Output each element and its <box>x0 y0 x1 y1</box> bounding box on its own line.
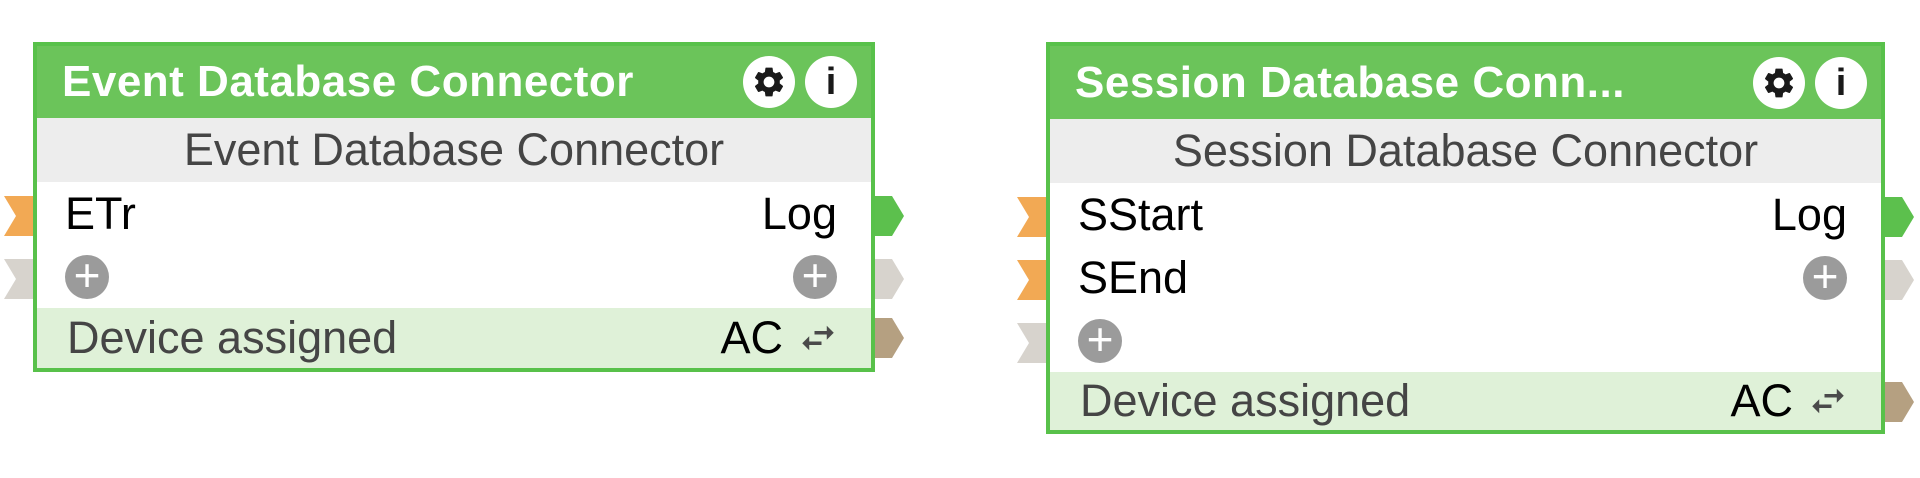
input-port-sstart[interactable] <box>1017 197 1046 237</box>
input-port-add[interactable] <box>4 259 33 299</box>
output-label-log: Log <box>761 187 837 239</box>
plus-icon: + <box>1811 249 1839 302</box>
port-row: SStart Log <box>1050 183 1881 246</box>
add-input-button[interactable]: + <box>65 248 109 301</box>
ac-badge: AC <box>720 312 783 363</box>
output-port-ac[interactable] <box>1885 382 1914 422</box>
node-event-database-connector[interactable]: Event Database Connector i Event Databas… <box>4 42 904 372</box>
info-icon: i <box>1835 61 1847 104</box>
node-session-database-connector[interactable]: Session Database Conn... i Session Datab… <box>1017 42 1914 434</box>
info-button[interactable]: i <box>805 56 857 108</box>
output-port-log[interactable] <box>1885 197 1914 237</box>
swap-arrows-icon[interactable] <box>1805 380 1851 422</box>
header-icons: i <box>743 56 857 108</box>
node-footer: Device assigned AC <box>1050 372 1881 430</box>
input-port-send[interactable] <box>1017 260 1046 300</box>
info-button[interactable]: i <box>1815 56 1867 109</box>
node-title: Session Database Conn... <box>1075 57 1625 107</box>
node-header[interactable]: Session Database Conn... i <box>1050 46 1881 119</box>
device-status-label: Device assigned <box>1080 375 1411 426</box>
swap-arrows-icon[interactable] <box>795 317 841 359</box>
port-row-add: + <box>1050 309 1881 372</box>
output-port-ac[interactable] <box>875 318 904 358</box>
node-subtitle: Session Database Connector <box>1050 119 1881 183</box>
input-label-send: SEnd <box>1078 251 1189 303</box>
output-label-log: Log <box>1771 188 1847 240</box>
input-port-etr[interactable] <box>4 196 33 236</box>
plus-icon: + <box>73 248 101 301</box>
input-label-etr: ETr <box>65 187 136 239</box>
output-port-log[interactable] <box>875 196 904 236</box>
port-row: ETr Log <box>37 182 871 245</box>
output-port-add[interactable] <box>875 259 904 299</box>
gear-icon <box>754 67 784 97</box>
plus-icon: + <box>1086 312 1114 365</box>
gear-icon <box>1764 68 1794 97</box>
node-footer: Device assigned AC <box>37 308 871 368</box>
footer-right: AC <box>1730 375 1851 427</box>
device-status-label: Device assigned <box>67 312 398 363</box>
settings-button[interactable] <box>743 56 795 108</box>
ac-badge: AC <box>1730 375 1793 426</box>
port-row: SEnd + <box>1050 246 1881 309</box>
add-output-button[interactable]: + <box>793 248 837 301</box>
add-input-button[interactable]: + <box>1078 312 1122 365</box>
node-title: Event Database Connector <box>62 57 634 106</box>
info-icon: i <box>825 61 837 103</box>
header-icons: i <box>1753 56 1867 109</box>
input-label-sstart: SStart <box>1078 188 1204 240</box>
plus-icon: + <box>801 248 829 301</box>
settings-button[interactable] <box>1753 56 1805 109</box>
input-port-add[interactable] <box>1017 323 1046 363</box>
node-header[interactable]: Event Database Connector i <box>37 46 871 118</box>
node-subtitle: Event Database Connector <box>37 118 871 182</box>
output-port-add[interactable] <box>1885 260 1914 300</box>
port-row-add: + + <box>37 245 871 308</box>
add-output-button[interactable]: + <box>1803 249 1847 302</box>
footer-right: AC <box>720 312 841 364</box>
